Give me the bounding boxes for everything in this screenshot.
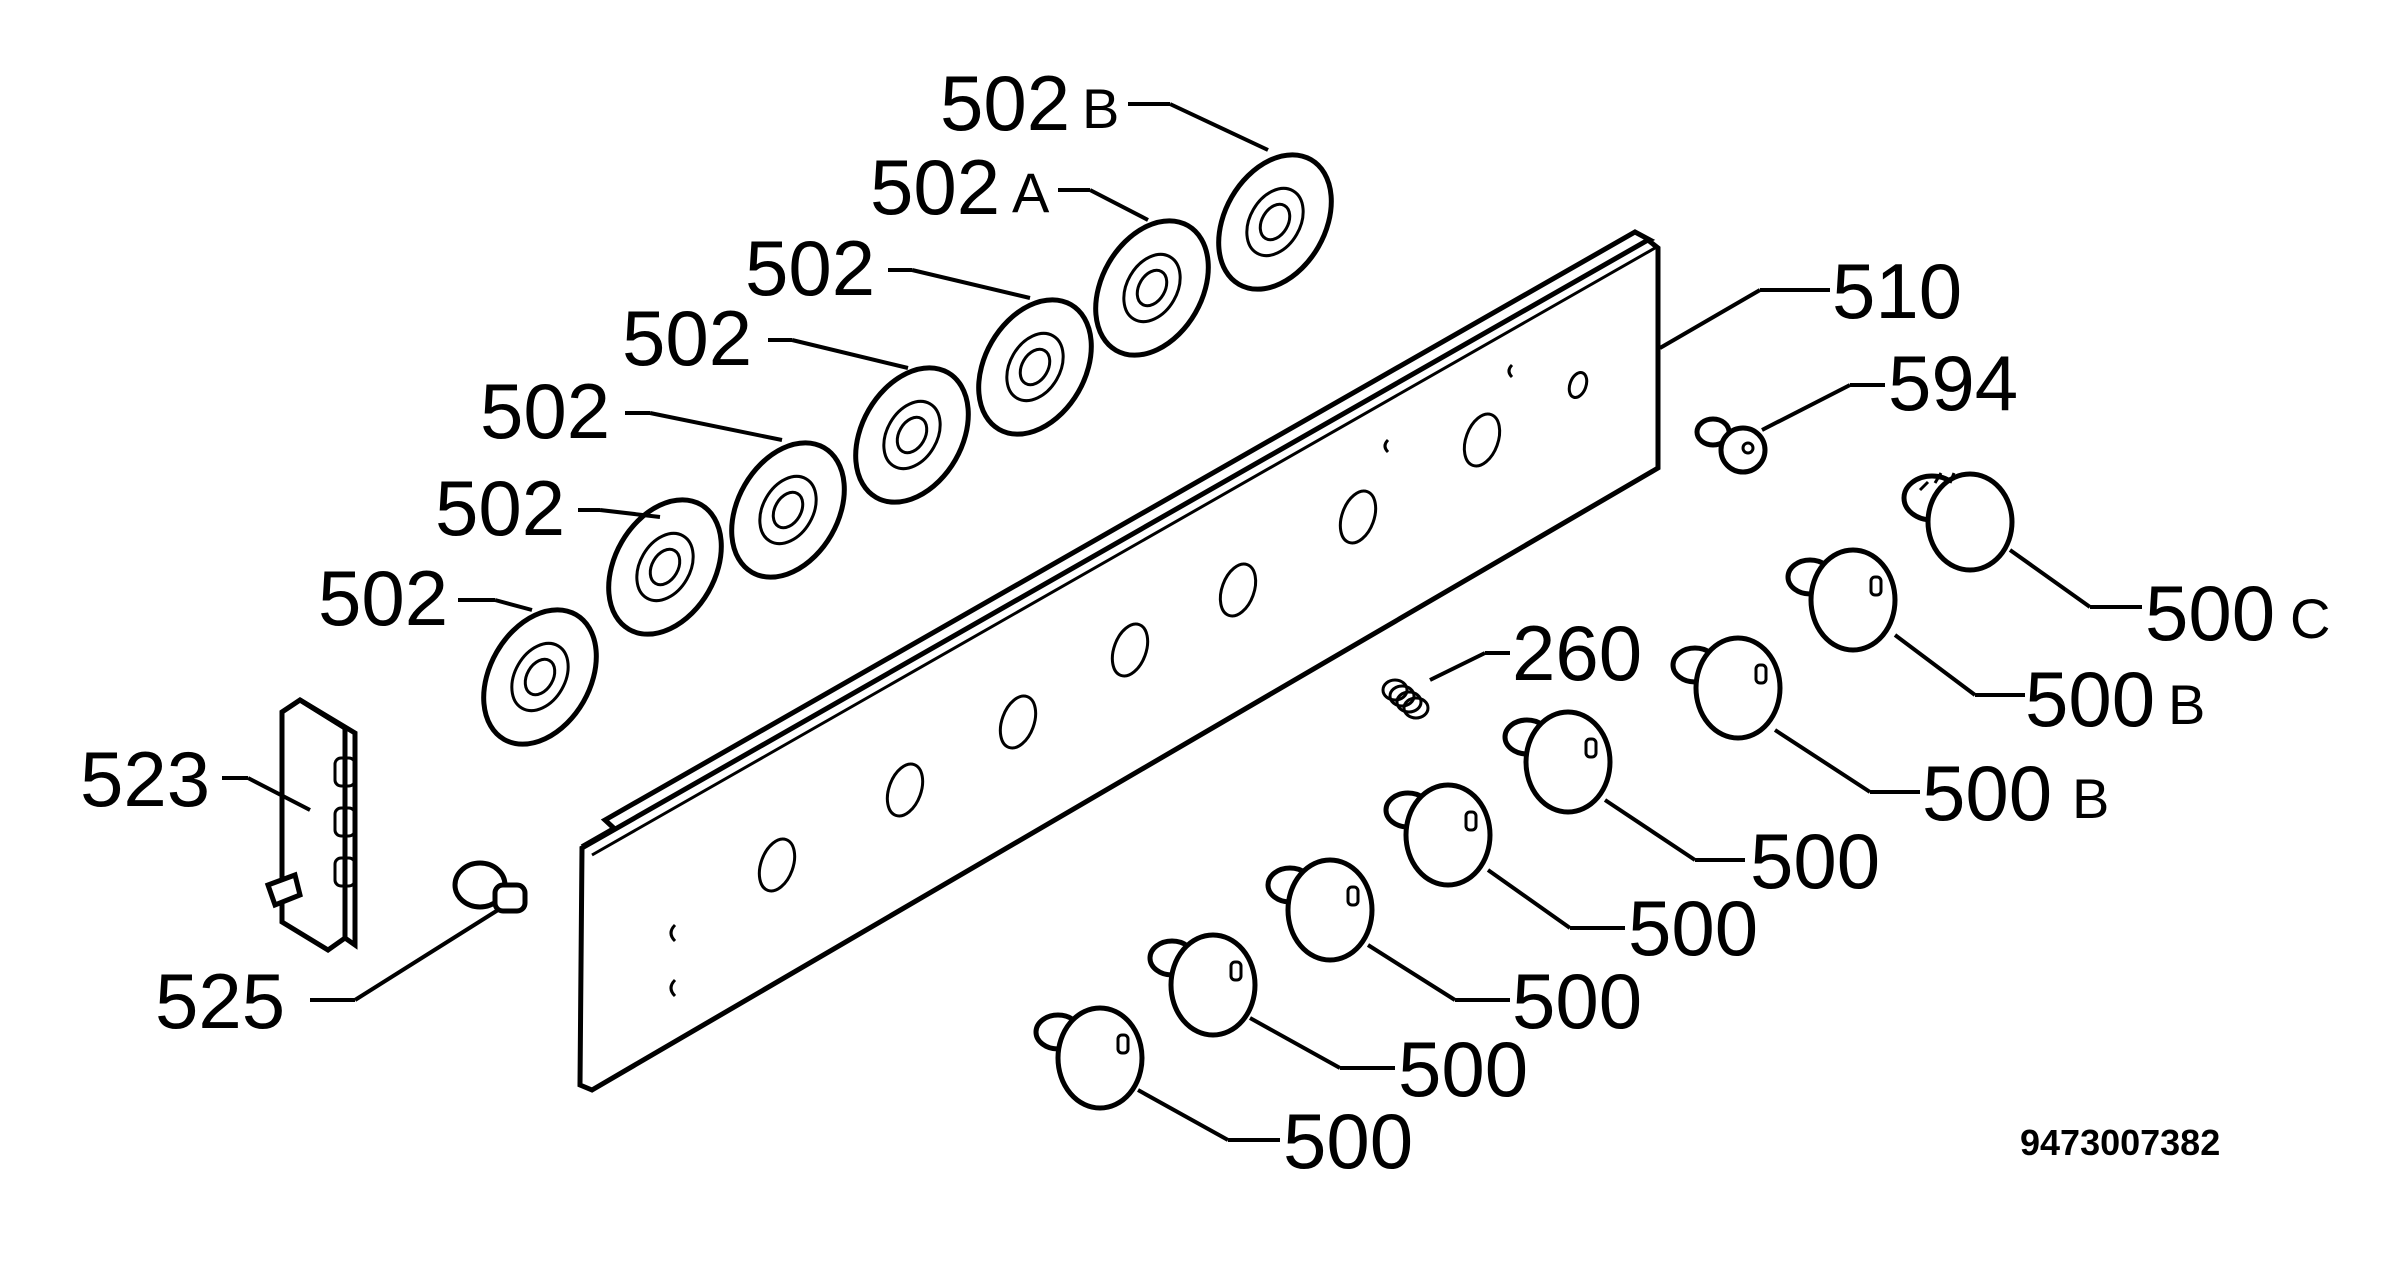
ring-502-5 <box>976 297 1094 437</box>
callout-500-3: 500 <box>1512 957 1642 1045</box>
callout-260: 260 <box>1512 609 1642 697</box>
document-number: 9473007382 <box>2020 1122 2220 1163</box>
ring-502-A <box>1093 218 1211 358</box>
control-panel-510 <box>577 229 1661 1093</box>
callout-500-2: 500 <box>1628 884 1758 972</box>
callout-500B-1-number: 500 <box>2025 655 2155 743</box>
knob-500-2 <box>1147 932 1258 1038</box>
ring-502-4 <box>853 365 971 505</box>
callout-502A-number: 502 <box>870 143 1000 231</box>
knob-500-C <box>1901 471 2015 573</box>
knob-500-4 <box>1383 782 1493 888</box>
knob-set-500 <box>1033 471 2015 1111</box>
callout-502B-number: 502 <box>940 59 1070 147</box>
ring-502-2 <box>606 497 724 637</box>
knob-500-5 <box>1502 709 1613 815</box>
knob-500-3 <box>1265 857 1375 963</box>
callout-labels: 502 B 502 A 502 502 502 502 502 510 594 … <box>80 59 2330 1185</box>
callout-500B-2-suffix: B <box>2072 767 2109 830</box>
callout-500-4: 500 <box>1398 1025 1528 1113</box>
callout-510: 510 <box>1832 247 1962 335</box>
callout-594: 594 <box>1888 339 2018 427</box>
ring-set-502 <box>481 152 1334 747</box>
bracket-523 <box>264 697 358 953</box>
callout-500C-number: 500 <box>2145 569 2275 657</box>
callout-525: 525 <box>155 957 285 1045</box>
knob-500-1 <box>1033 1005 1145 1111</box>
callout-502B-suffix: B <box>1082 77 1119 140</box>
callout-502-3: 502 <box>745 224 875 312</box>
callout-523: 523 <box>80 735 210 823</box>
knob-500-B-2 <box>1785 547 1898 653</box>
callout-502-5: 502 <box>480 367 610 455</box>
callout-500-5: 500 <box>1283 1097 1413 1185</box>
callout-500-1: 500 <box>1750 817 1880 905</box>
ring-502-3 <box>729 440 847 580</box>
ring-502-1 <box>481 607 599 747</box>
callout-502A-suffix: A <box>1012 161 1050 224</box>
callout-502-6: 502 <box>435 464 565 552</box>
callout-500C-suffix: C <box>2290 587 2330 650</box>
callout-502-4: 502 <box>622 294 752 382</box>
ring-502-B <box>1216 152 1334 292</box>
spring-260 <box>1381 678 1430 720</box>
callout-500B-1-suffix: B <box>2168 673 2205 736</box>
bushing-525 <box>452 860 528 914</box>
leader-lines <box>222 102 2142 1142</box>
callout-502-7: 502 <box>318 554 448 642</box>
callout-500B-2-number: 500 <box>1922 749 2052 837</box>
screw-594 <box>1694 416 1768 475</box>
knob-500-B-1 <box>1670 635 1783 741</box>
